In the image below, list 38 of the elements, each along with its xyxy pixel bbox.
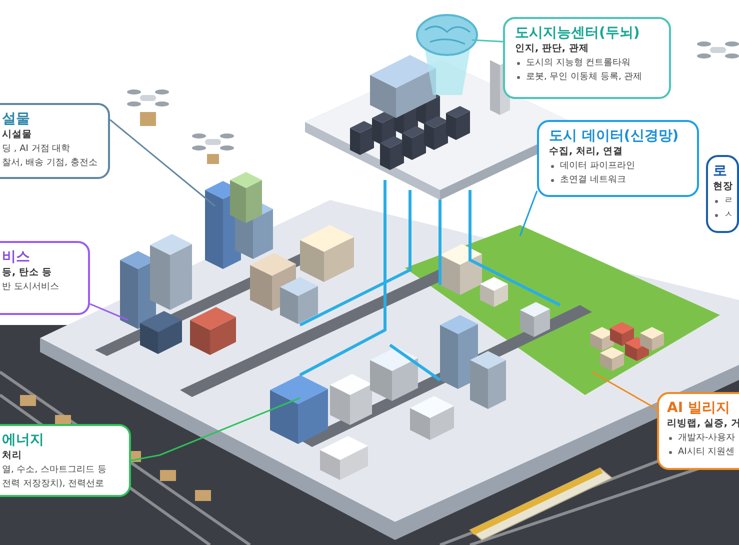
callout-title: 로 bbox=[713, 162, 728, 180]
bullet-text: 찰서, 배송 기점, 충전소 bbox=[2, 157, 98, 170]
callout-box bbox=[537, 120, 699, 197]
bullet-text: ㅅ bbox=[724, 209, 733, 222]
callout-box bbox=[503, 17, 671, 99]
callout-box bbox=[706, 155, 739, 233]
leader-line bbox=[519, 190, 538, 236]
callout-subtitle: 시설물 bbox=[2, 128, 33, 142]
callout-subtitle: 수집, 처리, 연결 bbox=[549, 145, 624, 159]
bullet-text: 딩 , AI 거점 대학 bbox=[2, 143, 70, 156]
callout-title: 도시 데이터(신경망) bbox=[549, 127, 680, 145]
callout-title: 설물 bbox=[2, 110, 31, 128]
bullet-text: AI시티 지원센 bbox=[678, 446, 735, 459]
bullet-text: 초연결 네트워크 bbox=[560, 174, 626, 187]
leader-line bbox=[592, 371, 658, 410]
bullet-text: 전력 저장장치), 전력선로 bbox=[2, 478, 104, 491]
leader-line bbox=[110, 119, 216, 207]
bullet-text: 반 도시서비스 bbox=[2, 281, 59, 294]
callout-box bbox=[657, 392, 739, 470]
callout-title: AI 빌리지 bbox=[667, 399, 731, 417]
bullet-text: 로봇, 무인 이동체 등록, 관제 bbox=[526, 71, 642, 84]
bullet-text: 열, 수소, 스마트그리드 등 bbox=[2, 464, 106, 477]
bullet-text: 개발자-사용자 bbox=[678, 432, 736, 445]
callout-subtitle: 등, 탄소 등 bbox=[2, 266, 54, 280]
callout-box bbox=[0, 241, 90, 315]
callout-box bbox=[0, 103, 110, 179]
callout-box bbox=[0, 424, 131, 497]
leader-line bbox=[130, 397, 300, 462]
callout-title: 에너지 bbox=[2, 431, 45, 449]
leader-line bbox=[472, 39, 504, 42]
bullet-text: ㄹ bbox=[724, 195, 733, 208]
leader-line bbox=[90, 303, 128, 321]
callout-title: 비스 bbox=[2, 248, 31, 266]
callout-title: 도시지능센터(두뇌) bbox=[515, 24, 641, 42]
bullet-text: 데이터 파이프라인 bbox=[560, 160, 635, 173]
callout-subtitle: 처리 bbox=[2, 449, 23, 463]
callout-subtitle: 인지, 판단, 관제 bbox=[515, 42, 590, 56]
bullet-text: 도시의 지능형 컨트롤타워 bbox=[526, 57, 631, 70]
